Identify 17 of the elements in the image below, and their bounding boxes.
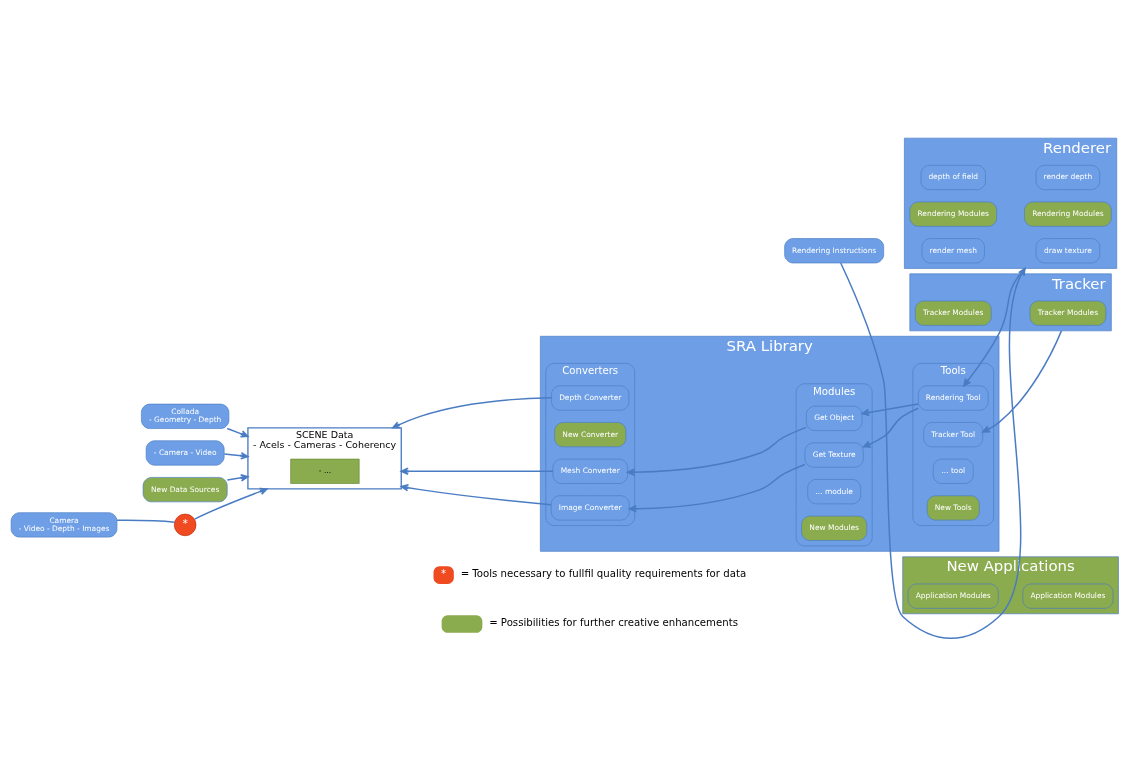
arrow [861, 402, 919, 416]
arrow [223, 451, 249, 460]
arrow [982, 329, 1063, 433]
arrow [226, 427, 249, 438]
arrow [391, 396, 553, 429]
arrow [628, 463, 806, 513]
arrow [862, 406, 919, 448]
arrow [226, 473, 249, 482]
legend-label: = Tools necessary to fullfil quality requirements for data [460, 567, 747, 579]
label: * [440, 567, 447, 579]
arrow [193, 487, 268, 520]
arrow [400, 483, 552, 505]
connector [116, 519, 176, 523]
arrow [400, 467, 554, 475]
node-circle: * [173, 513, 197, 536]
legend-label: = Possibilities for further creative enhancements [489, 616, 738, 628]
arrow [626, 426, 807, 476]
